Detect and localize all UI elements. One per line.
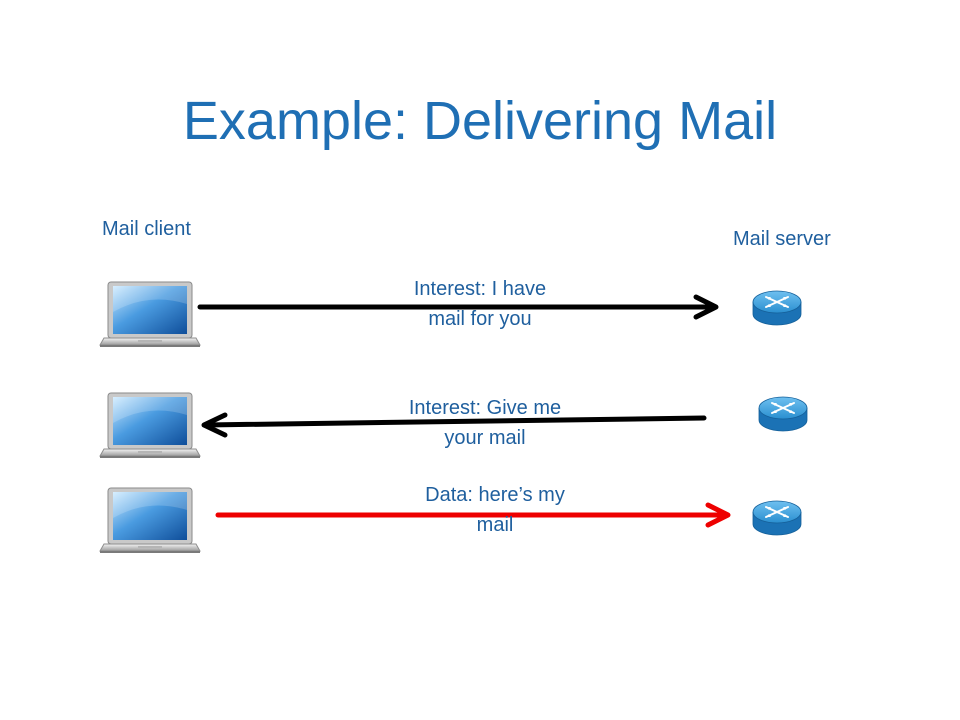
router-icon (758, 396, 808, 432)
message-line: mail for you (428, 308, 532, 330)
message-interest-have-mail: Interest: I have mail for you (380, 274, 580, 334)
message-interest-give-mail: Interest: Give me your mail (375, 393, 595, 453)
router-icon (752, 500, 802, 536)
mail-client-label: Mail client (102, 218, 191, 240)
router-icon (752, 290, 802, 326)
message-line: Data: here’s my (425, 484, 565, 506)
interest-arrow-to-server (197, 294, 719, 320)
message-line: your mail (444, 427, 526, 449)
message-line: Interest: Give me (408, 397, 562, 419)
message-data-here: Data: here’s my mail (385, 480, 605, 540)
interest-arrow-to-client (201, 412, 707, 438)
mail-server-label: Mail server (733, 228, 831, 250)
message-line: Interest: I have (413, 278, 547, 300)
page-title: Example: Delivering Mail (182, 91, 778, 151)
laptop-icon (99, 487, 201, 554)
data-arrow-to-server (215, 502, 731, 528)
laptop-icon (99, 281, 201, 348)
laptop-icon (99, 392, 201, 459)
message-line: mail (476, 514, 514, 536)
